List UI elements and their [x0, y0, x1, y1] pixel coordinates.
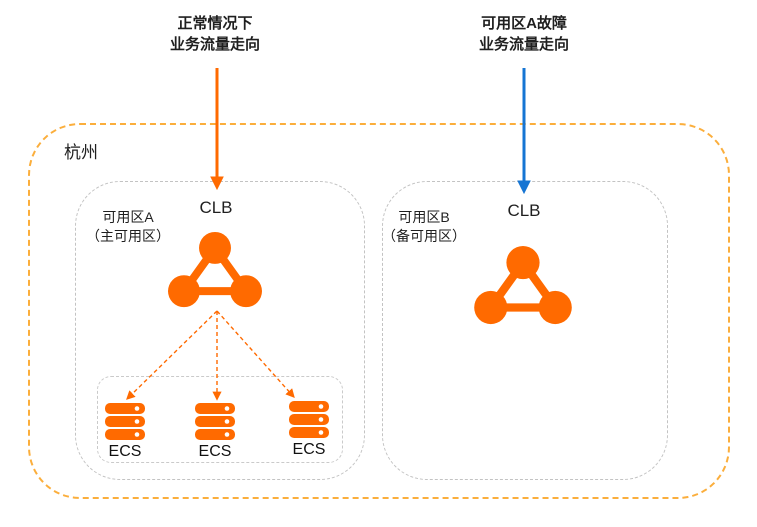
ecs-label: ECS [108, 443, 142, 460]
normal-flow-legend-line1: 正常情况下 [177, 15, 253, 32]
zone-b-clb-label: CLB [507, 201, 541, 220]
ecs-icon [289, 401, 329, 438]
normal-flow-legend-line2: 业务流量走向 [169, 36, 260, 53]
zone-b-label-line2: （备可用区） [382, 228, 466, 244]
region-box [28, 123, 730, 499]
ecs-icon [105, 403, 145, 440]
ecs-server-1: ECS [103, 403, 147, 461]
failover-flow-legend: 可用区A故障 业务流量走向 [434, 13, 614, 55]
region-label: 杭州 [64, 143, 98, 162]
clb-icon [474, 245, 572, 325]
zone-b-label: 可用区B （备可用区） [374, 208, 474, 246]
ecs-icon [195, 403, 235, 440]
ecs-server-2: ECS [193, 403, 237, 461]
ecs-label: ECS [292, 441, 326, 458]
zone-a-label: 可用区A （主可用区） [78, 208, 178, 246]
failover-flow-legend-line2: 业务流量走向 [478, 36, 569, 53]
zone-a-label-line2: （主可用区） [86, 228, 170, 244]
ecs-label: ECS [198, 443, 232, 460]
failover-flow-legend-line1: 可用区A故障 [481, 15, 567, 32]
zone-a-label-line1: 可用区A [102, 209, 154, 225]
normal-flow-legend: 正常情况下 业务流量走向 [125, 13, 305, 55]
zone-b-label-line1: 可用区B [398, 209, 450, 225]
ecs-server-3: ECS [287, 401, 331, 459]
clb-icon [168, 231, 262, 308]
zone-a-clb-label: CLB [199, 198, 233, 217]
